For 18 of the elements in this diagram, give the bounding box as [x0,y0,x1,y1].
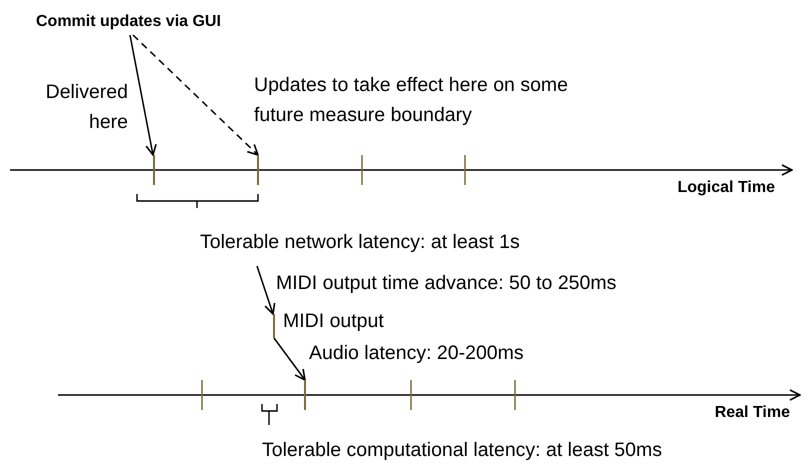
annotation-text: Delivered here [44,80,128,136]
text: MIDI output [283,309,384,334]
axis-label: Logical Time [677,178,775,198]
tick-mark [273,314,275,338]
arrow [132,34,259,156]
annotation-text: MIDI output time advance: 50 to 250ms [276,271,616,296]
annotation-text: Tolerable computational latency: at least 50ms [262,438,662,463]
tick-mark [153,155,155,185]
bold-text: Commit updates via GUI [36,9,221,35]
tick-mark [257,155,259,185]
arrow [256,266,276,315]
annotation-text: Updates to take effect here on some future measure boundary [254,73,569,128]
annotation-text: Audio latency: 20-200ms [309,341,524,366]
tick-mark [304,380,306,410]
arrow [129,34,157,156]
axis-label: Real Time [714,403,790,422]
arrow [273,338,306,381]
annotation-text: Tolerable network latency: at least 1s [200,230,520,255]
